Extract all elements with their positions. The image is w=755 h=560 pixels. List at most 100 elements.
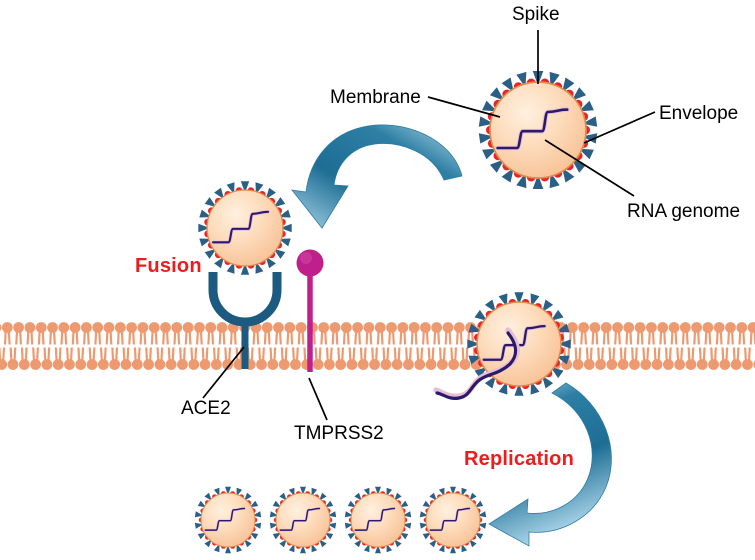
spike-protein <box>280 223 292 233</box>
rna-genome-core <box>211 210 270 244</box>
spike-protein <box>474 309 488 321</box>
spike-protein <box>556 323 570 333</box>
rna-genome-core <box>496 108 569 150</box>
spike-protein <box>354 492 362 501</box>
rna-genome-core <box>204 507 246 531</box>
virion-top-right <box>478 71 598 189</box>
spike-protein <box>571 159 587 173</box>
spike-protein <box>467 339 480 349</box>
spike-protein <box>288 487 295 497</box>
spike-protein <box>347 532 357 540</box>
spike-protein <box>354 539 362 548</box>
label-envelope: Envelope <box>659 103 739 124</box>
rna-genome-core <box>279 507 321 531</box>
virion-fusion <box>198 181 292 275</box>
spike-protein <box>562 167 575 183</box>
spike-protein <box>501 167 514 183</box>
spike-protein <box>324 500 334 508</box>
label-rna-genome: RNA genome <box>627 201 741 222</box>
leader-envelope <box>583 111 656 144</box>
spike-protein <box>386 543 393 553</box>
leader-membrane <box>427 96 501 118</box>
progeny-1 <box>194 486 262 554</box>
spike-protein <box>484 375 496 389</box>
spike-protein <box>244 492 252 501</box>
released-rna-genome <box>433 327 520 400</box>
progeny-3 <box>344 486 412 554</box>
rna-genome-core <box>429 507 471 531</box>
spike-protein <box>204 539 212 548</box>
progeny-4 <box>419 486 487 554</box>
spike-protein <box>214 256 225 269</box>
spike-protein <box>530 381 540 395</box>
label-replication: Replication <box>464 448 574 470</box>
spike-protein <box>214 187 225 200</box>
leader-tmprss2 <box>308 377 328 421</box>
spike-protein <box>571 87 587 101</box>
spike-protein <box>482 100 498 112</box>
spike-protein <box>375 545 381 554</box>
spike-protein <box>249 500 259 508</box>
spike-protein <box>197 500 207 508</box>
spike-protein <box>272 500 282 508</box>
spike-protein <box>265 187 276 200</box>
spike-protein <box>438 543 445 553</box>
spike-protein <box>347 500 357 508</box>
spike-protein <box>532 174 544 189</box>
spike-protein <box>514 383 524 396</box>
spike-protein <box>236 543 243 553</box>
spike-protein <box>489 87 505 101</box>
spike-protein <box>204 197 217 208</box>
spike-protein <box>498 293 508 307</box>
label-ace2: ACE2 <box>181 398 231 419</box>
spike-protein <box>578 148 594 160</box>
spike-protein <box>213 543 220 553</box>
ace2-receptor[interactable] <box>208 272 282 369</box>
spike-protein <box>562 77 575 93</box>
spike-protein <box>197 532 207 540</box>
spike-protein <box>255 182 264 195</box>
spike-protein <box>550 309 564 321</box>
spike-protein <box>240 181 250 193</box>
spike-protein <box>461 487 468 497</box>
spike-protein <box>198 223 210 233</box>
spike-protein <box>272 532 282 540</box>
progeny-2 <box>269 486 337 554</box>
tmprss2-protease[interactable] <box>296 249 324 373</box>
spike-protein <box>429 539 437 548</box>
membrane-outer-leaflet <box>0 322 755 345</box>
spike-protein <box>429 492 437 501</box>
spike-protein <box>279 539 287 548</box>
spike-protein <box>482 148 498 160</box>
spike-protein <box>438 487 445 497</box>
spike-protein <box>474 532 484 540</box>
spike-protein <box>468 323 482 333</box>
spike-protein <box>474 500 484 508</box>
spike-protein <box>240 263 250 275</box>
label-tmprss2: TMPRSS2 <box>294 423 384 444</box>
spike-protein <box>450 545 456 554</box>
spike-protein <box>311 487 318 497</box>
spike-protein <box>311 543 318 553</box>
spike-protein <box>469 539 477 548</box>
spike-protein <box>300 486 306 495</box>
spike-protein <box>542 299 554 313</box>
spike-protein <box>249 532 259 540</box>
spike-protein <box>363 487 370 497</box>
spike-protein <box>363 543 370 553</box>
spike-protein <box>255 261 264 274</box>
spike-protein <box>556 355 570 365</box>
spike-protein <box>226 261 235 274</box>
spike-protein <box>550 367 564 379</box>
spike-protein <box>288 543 295 553</box>
spike-protein <box>199 209 212 218</box>
spike-protein <box>450 486 456 495</box>
spike-protein <box>319 492 327 501</box>
spike-protein <box>469 492 477 501</box>
spike-protein <box>236 487 243 497</box>
spike-protein <box>204 492 212 501</box>
membrane-inner-leaflet <box>0 347 755 370</box>
spike-protein <box>225 545 231 554</box>
